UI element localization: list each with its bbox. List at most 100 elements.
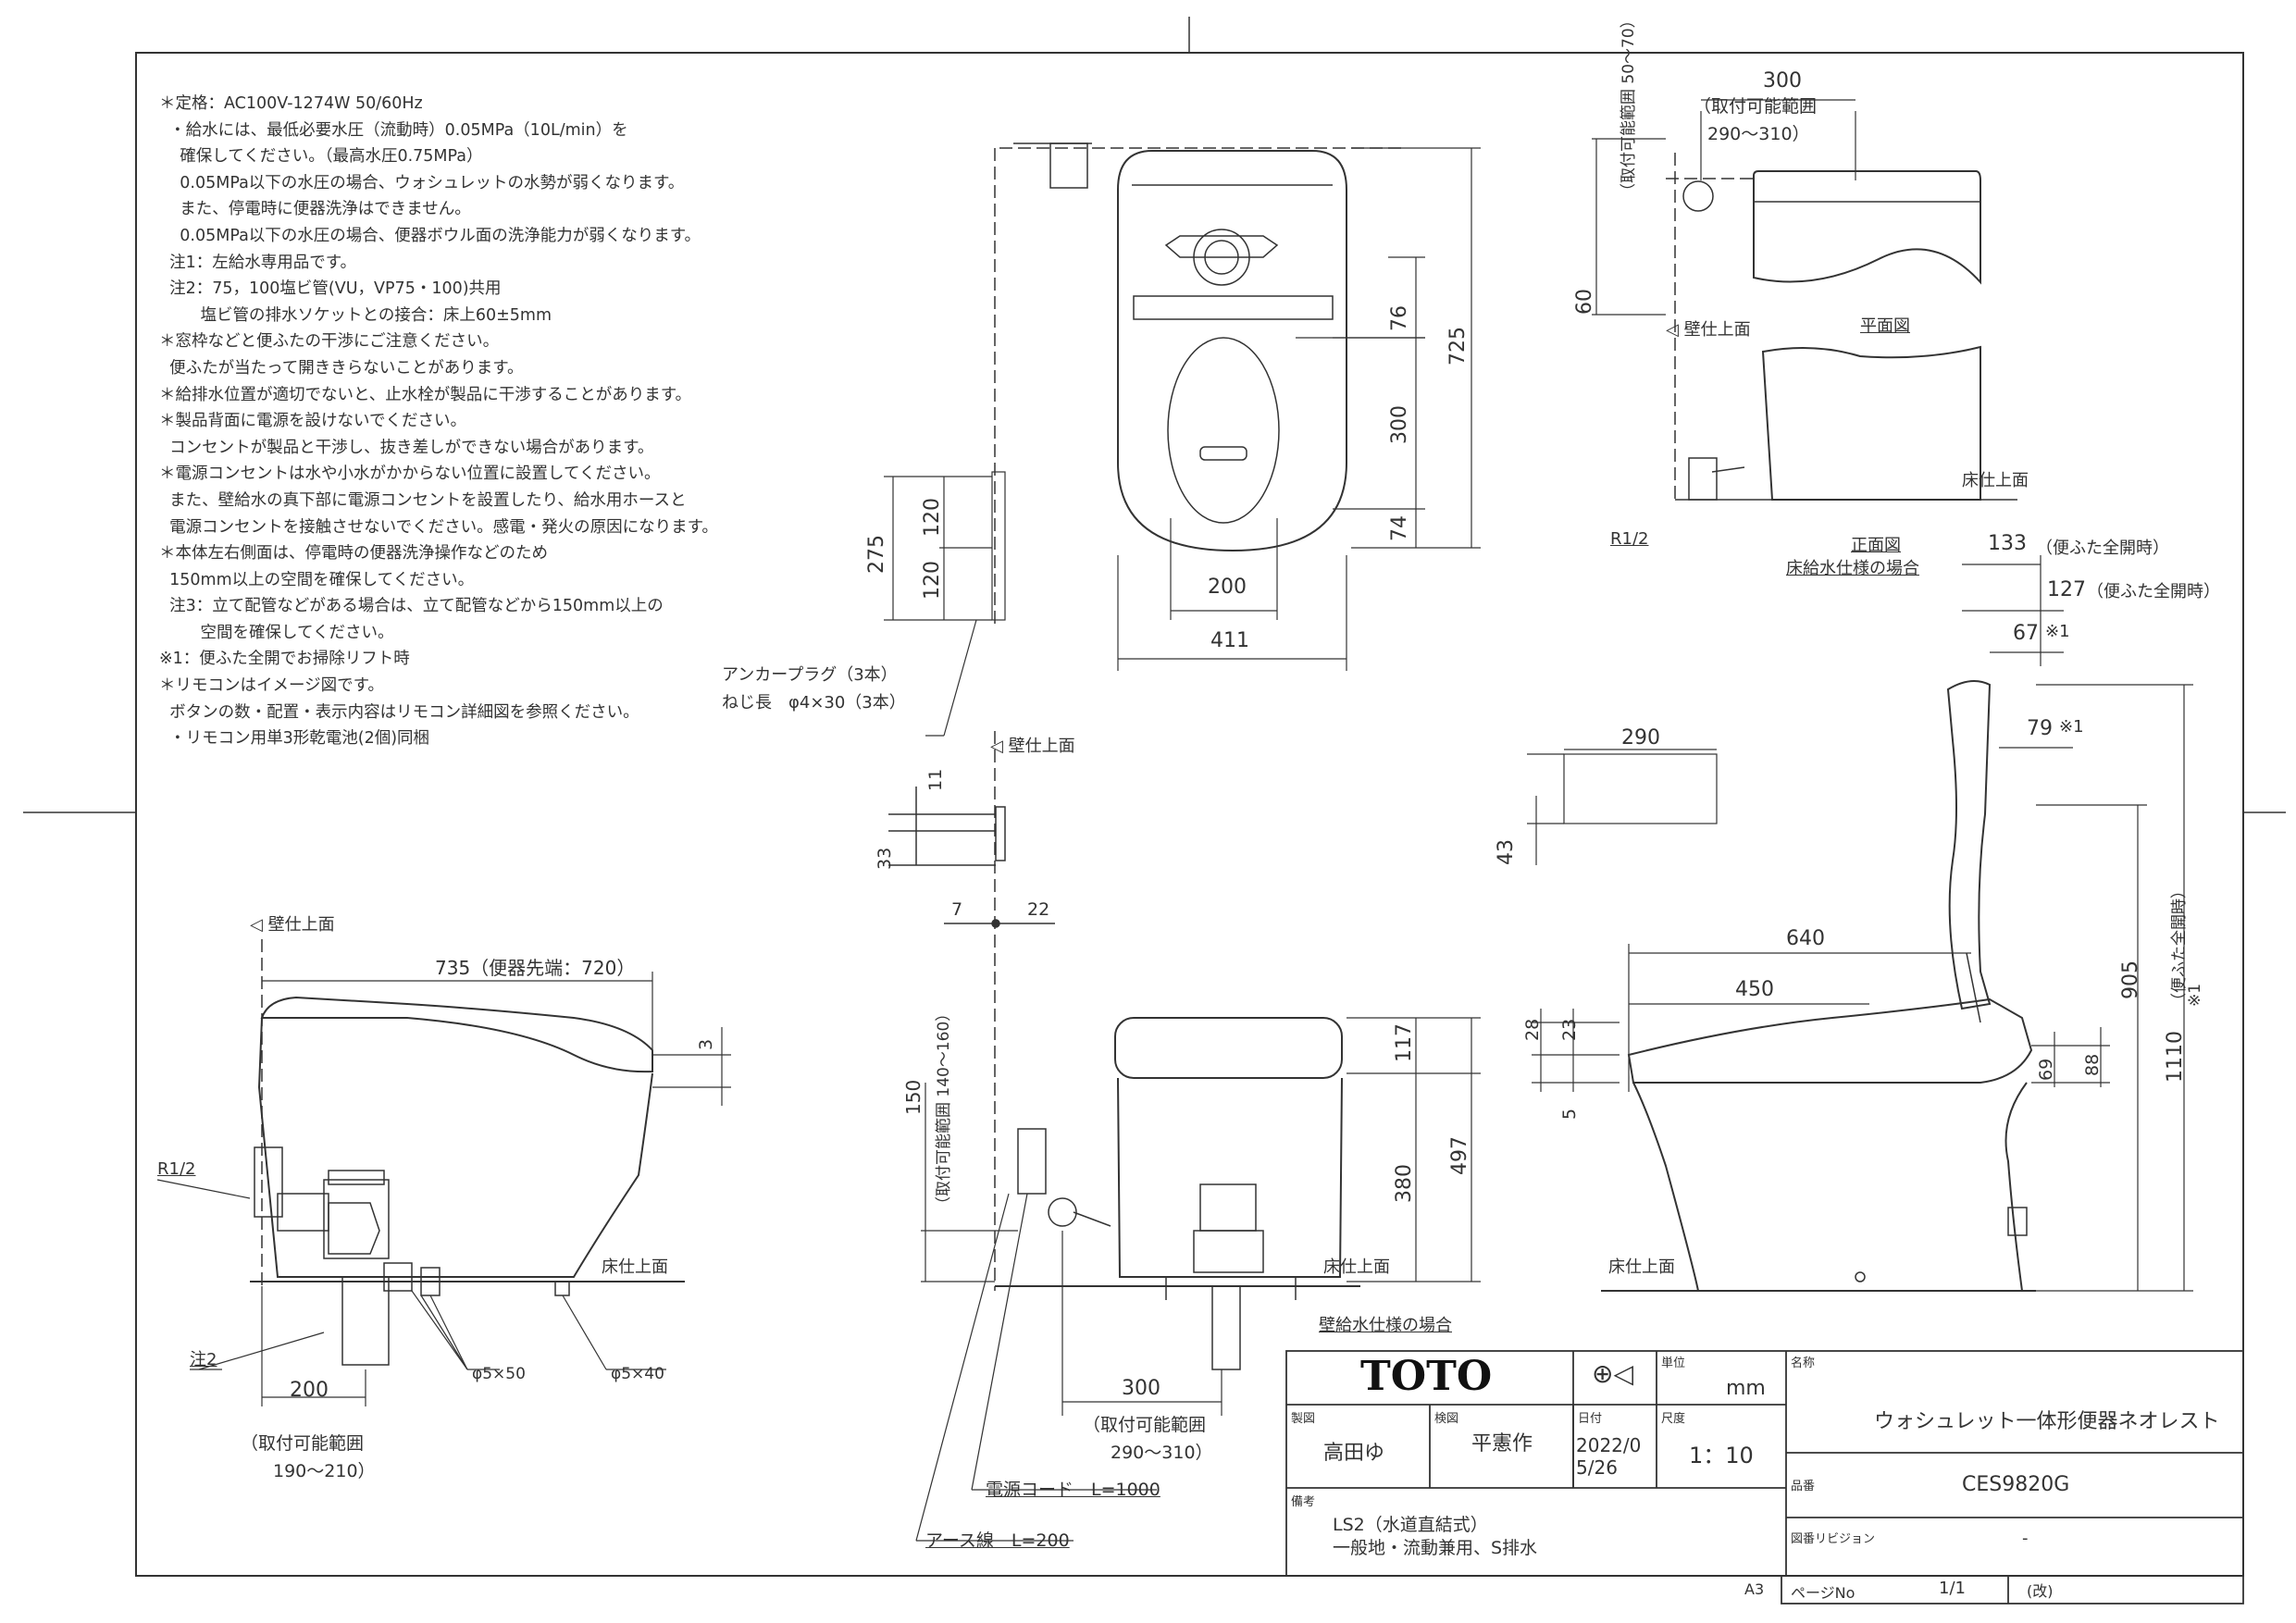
note-line: コンセントが製品と干渉し、抜き差しができない場合があります。 [159,438,654,457]
note-line: ＊電源コンセントは水や小水がかからない位置に設置してください。 [159,465,661,484]
anchor-plug-label: アンカープラグ（3本） [722,665,898,685]
wall-finish-text: 壁仕上面 [267,915,335,935]
dim-22: 22 [1027,899,1050,920]
dim-1110: 1110 [2164,1031,2187,1083]
range-190-210: 190～210） [273,1461,376,1481]
note-line: 150mm以上の空間を確保してください。 [159,570,475,589]
install-range-left: （取付可能範囲 [241,1433,365,1454]
scale-label: 尺度 [1661,1412,1686,1426]
dim-150: 150 [902,1079,925,1115]
note-line: ＊本体左右側面は、停電時の便器洗浄操作などのため [159,544,548,564]
range-290-310-bottom: 290～310） [1111,1443,1213,1463]
front-elevation [995,1017,1360,1370]
dim-79: 79 [2027,717,2053,740]
top-plan-view [994,142,1407,629]
dim-43: 43 [1495,839,1518,865]
remote-side-view [888,731,1055,1291]
dim-28: 28 [1522,1018,1543,1041]
range-50-70: （取付可能範囲 50～70） [1620,12,1638,199]
dim-127: 127 [2047,578,2086,601]
wall-finish-label-3: ◁ 壁仕上面 [250,915,335,935]
install-range-bottom: （取付可能範囲 [1083,1415,1207,1435]
dim-3: 3 [696,1038,716,1050]
scale-value: 1：10 [1689,1443,1754,1468]
note-line: 空間を確保してください。 [159,623,394,642]
model-number: CES9820G [1962,1473,2070,1496]
page-value: 1/1 [1939,1579,1966,1598]
dim-300-top: 300 [1763,69,1802,93]
front-view-label: 正面図 [1851,536,1901,555]
unit-label: 単位 [1661,1357,1686,1370]
dim-7: 7 [951,899,963,920]
dim-640: 640 [1786,927,1825,950]
note-line: ＊製品背面に電源を設けないでください。 [159,412,466,431]
version-mark: (改) [2027,1582,2054,1600]
date-label: 日付 [1578,1412,1603,1426]
note-line: 注3：立て配管などがある場合は、立て配管などから150mm以上の [159,597,664,616]
note-line: ・リモコン用単3形乾電池(2個)同梱 [159,729,430,749]
sheet-size: A3 [1744,1580,1765,1598]
right-plan-dimensions [1592,99,1856,316]
note-line: ＊窓枠などと便ふたの干渉にご注意ください。 [159,332,500,352]
dim-300: 300 [1388,405,1411,444]
dim-120a: 120 [921,498,944,537]
floor-supply-label: 床給水仕様の場合 [1786,559,1919,578]
remarks-line-2: 一般地・流動兼用、S排水 [1333,1538,1538,1558]
phi5x50-label: φ5×50 [472,1365,526,1383]
left-side-elevation [250,939,685,1366]
screw-length-label: ねじ長 φ4×30（3本） [722,693,906,712]
dim-450: 450 [1735,978,1774,1001]
dim-497: 497 [1448,1136,1471,1175]
toilet-tip-dim: 735（便器先端：720） [435,957,636,979]
floor-finish-label-3: 床仕上面 [1323,1258,1390,1277]
note-line: 注2：75，100塩ビ管(VU，VP75・100)共用 [159,279,502,299]
remarks-label: 備考 [1291,1495,1316,1509]
product-name: ウォシュレット一体形便器ネオレスト [1874,1410,2220,1433]
range-140-160: （取付可能範囲 140～160） [935,1005,953,1212]
drawn-label: 製図 [1291,1412,1316,1426]
note-line: ＊給排水位置が適切でないと、止水栓が製品に干渉することがあります。 [159,385,692,404]
install-range-top: （取付可能範囲 [1694,96,1818,117]
dim-290: 290 [1621,726,1660,750]
unit-value: mm [1726,1377,1766,1400]
toto-logo: TOTO [1360,1353,1493,1400]
wall-finish-text: 壁仕上面 [1683,320,1751,340]
earth-wire-label: アース線 L=200 [925,1530,1070,1551]
note-line: ※1：便ふた全開でお掃除リフト時 [159,650,410,669]
name-label: 名称 [1791,1357,1816,1370]
dim-67: 67 [2013,622,2039,645]
dim-117: 117 [1393,1023,1416,1062]
title-block [1285,1350,2244,1604]
range-290-310-top: 290～310） [1707,124,1810,144]
right-plan-view [1666,153,2017,501]
crosshair-icon: ⊕◁ [1592,1358,1633,1389]
note-line: ボタンの数・配置・表示内容はリモコン詳細図を参照ください。 [159,702,639,722]
dim-11: 11 [925,768,946,791]
floor-finish-label-1: 床仕上面 [1962,471,2029,490]
top-plan-dimensions [884,147,1481,737]
dim-133: 133 [1988,532,2027,555]
dim-725: 725 [1446,327,1470,365]
note-line: 0.05MPa以下の水圧の場合、ウォシュレットの水勢が弱くなります。 [159,173,685,192]
note-line: また、壁給水の真下部に電源コンセントを設置したり、給水用ホースと [159,490,687,510]
note-line: 便ふたが当たって開ききらないことがあります。 [159,358,524,378]
dim-76: 76 [1388,305,1411,331]
dim-23: 23 [1559,1018,1580,1041]
wall-supply-label: 壁給水仕様の場合 [1319,1316,1452,1335]
date-value: 2022/05/26 [1576,1434,1642,1479]
dim-120b: 120 [921,561,944,600]
wall-finish-text: 壁仕上面 [1008,737,1075,756]
r12-label-2: R1/2 [157,1159,196,1179]
power-cord-label: 電源コード L=1000 [986,1480,1160,1500]
checked-by: 平憲作 [1471,1432,1533,1456]
dim-33: 33 [875,847,895,870]
dim-380: 380 [1393,1164,1416,1203]
dim-200-top: 200 [1208,576,1247,599]
right-side-elevation [1601,680,2036,1292]
model-label: 品番 [1791,1480,1816,1493]
phi5x40-label: φ5×40 [611,1365,664,1383]
mark1-1110: ※1 [2186,983,2204,1007]
note-line: 電源コンセントを接触させないでください。感電・発火の原因になります。 [159,517,718,537]
note-line: また、停電時に便器洗浄はできません。 [159,200,471,219]
